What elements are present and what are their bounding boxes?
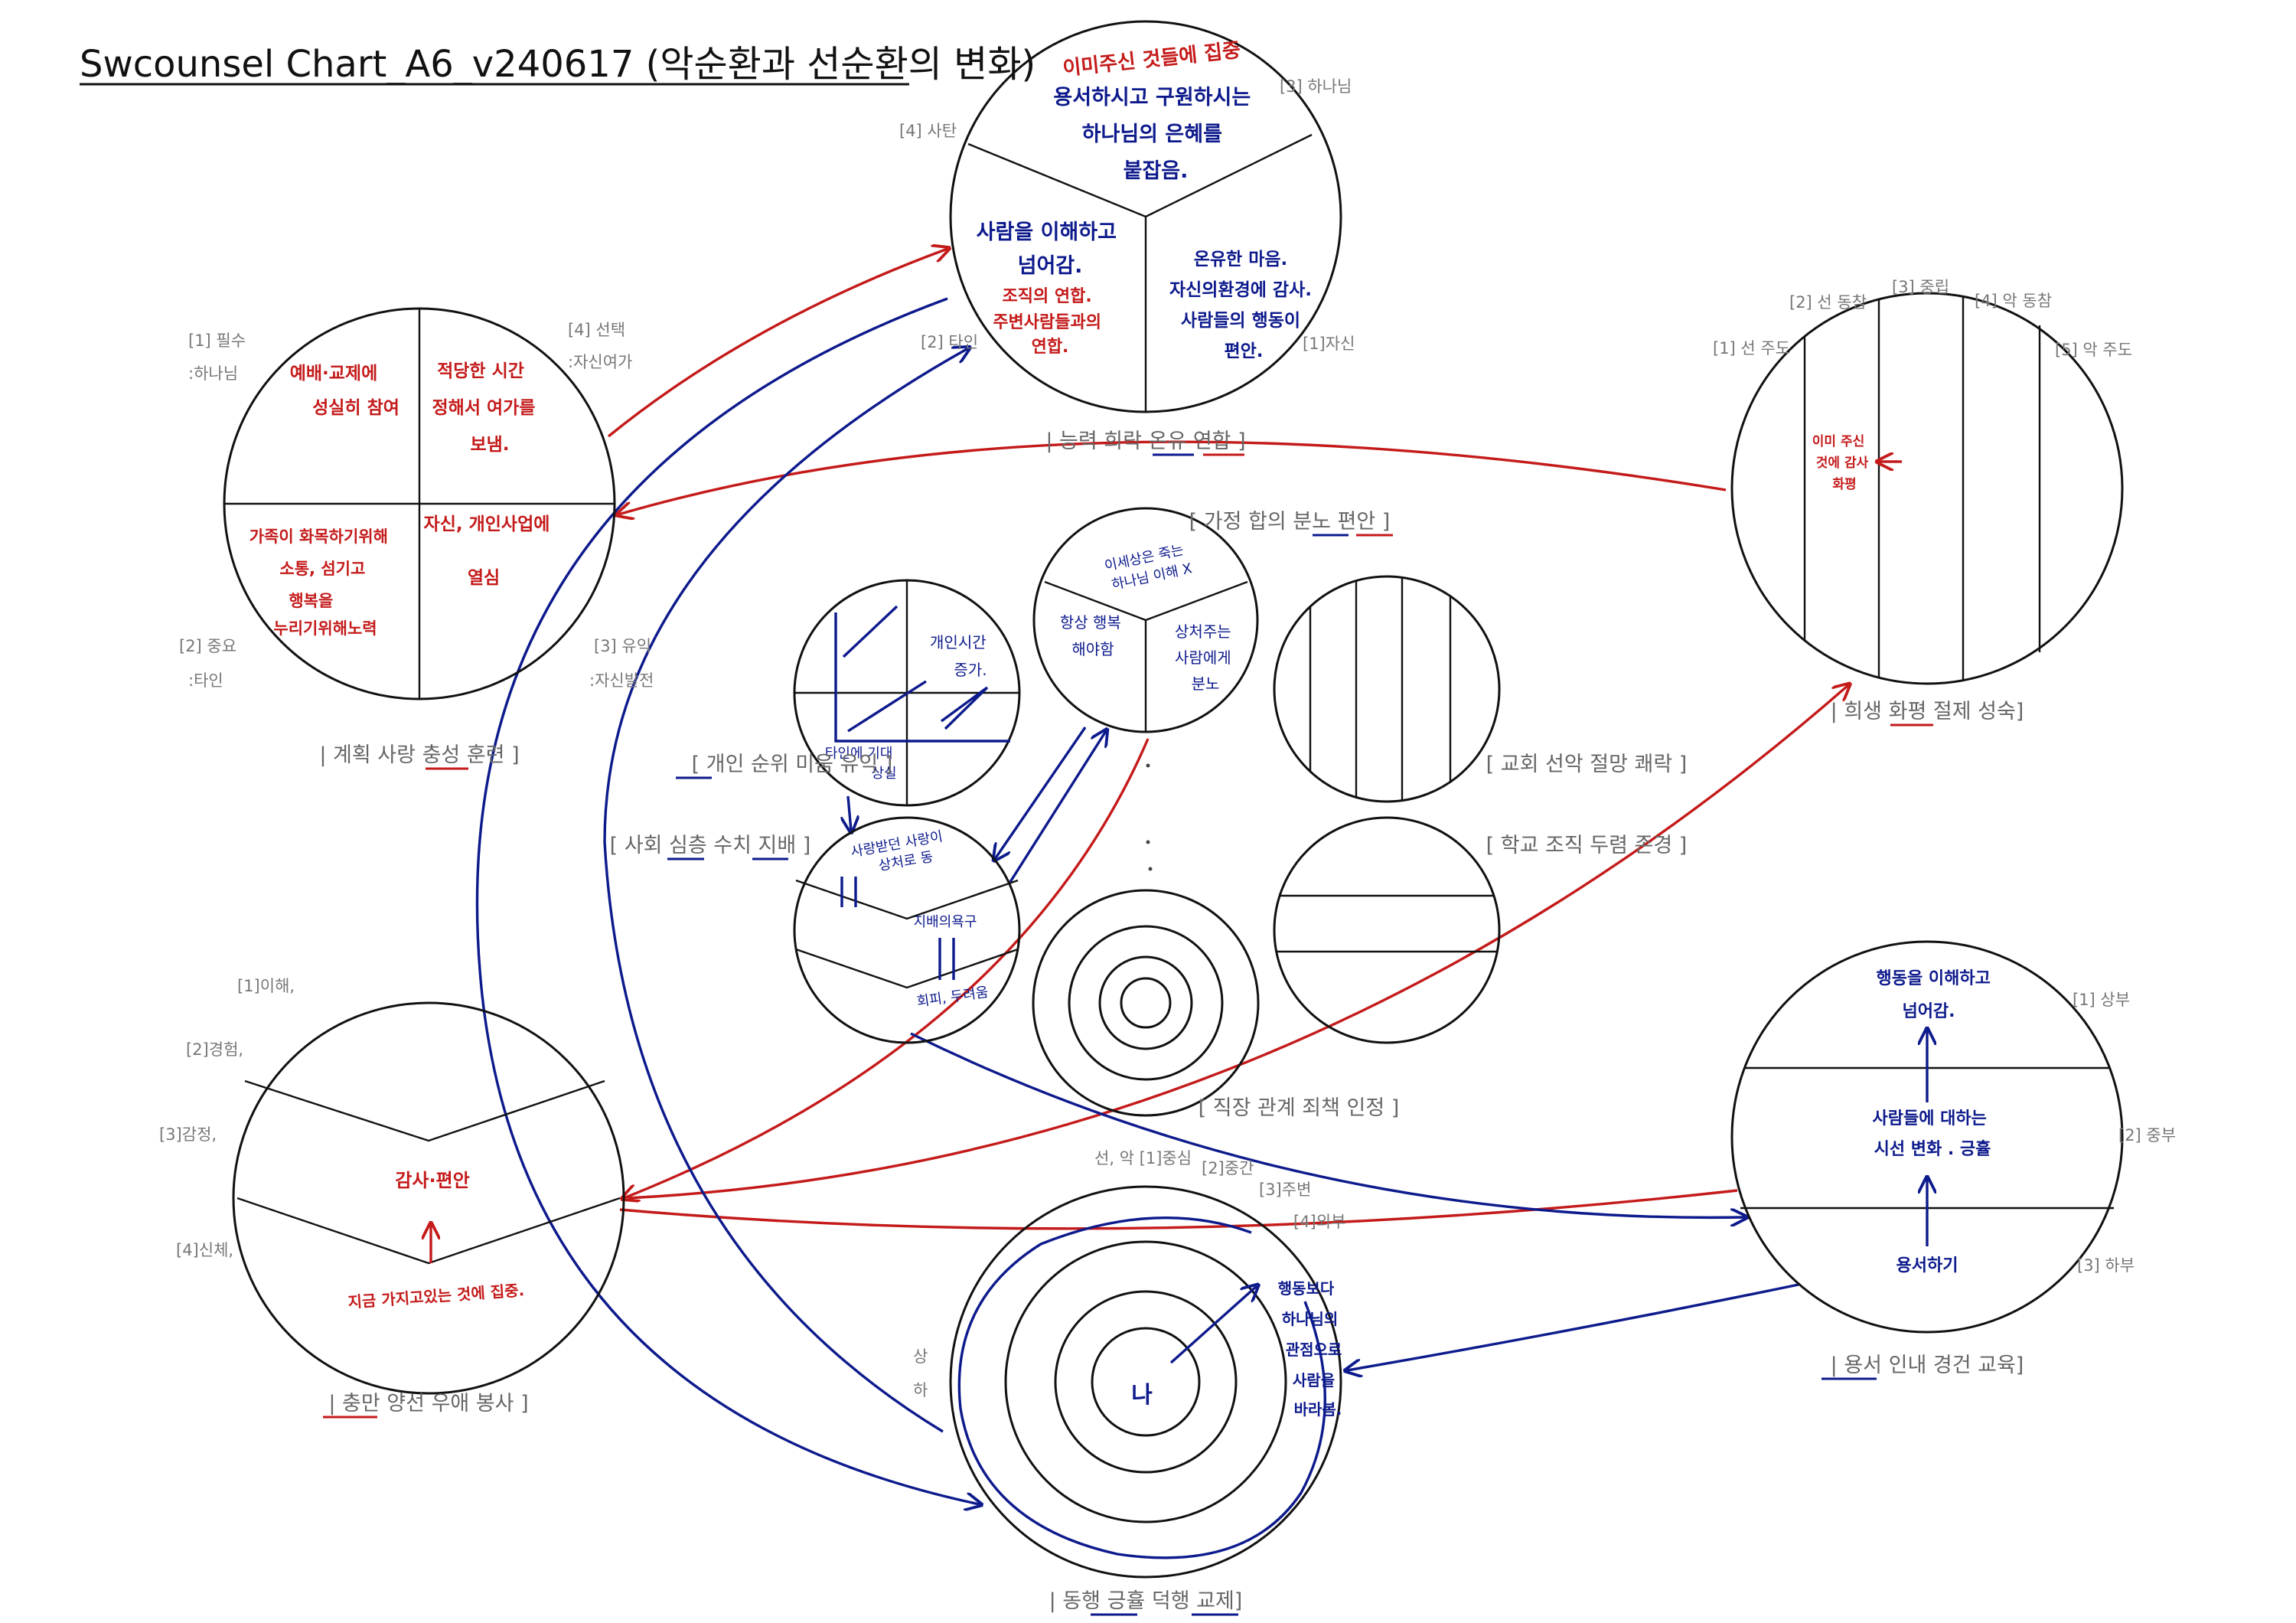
center-circle-3: [ 교회 선악 절망 쾌락 ] bbox=[1273, 575, 1688, 803]
label-bl1: [1]이해, bbox=[237, 977, 295, 995]
label-bl4: [4]신체, bbox=[176, 1241, 233, 1259]
caption-top: | 능력 희락 온유 연합 ] bbox=[1045, 429, 1245, 453]
caption-c1: [ 개인 순위 미움 유익 ] bbox=[692, 753, 893, 776]
label-important-sub: :타인 bbox=[188, 671, 223, 690]
arrow-top-to-bottom-outer bbox=[475, 297, 980, 1504]
label-br2: [2] 중부 bbox=[2118, 1126, 2176, 1145]
chart-title: Swcounsel Chart_A6_v240617 (악순환과 선순환의 변화… bbox=[80, 43, 1035, 86]
arrow-bottomleft-to-right bbox=[627, 685, 1848, 1200]
label-choice-sub: :자신여가 bbox=[568, 353, 632, 371]
left-circle: [1] 필수 :하나님 [4] 선택 :자신여가 [2] 중요 :타인 [3] … bbox=[179, 307, 654, 770]
label-must-sub: :하나님 bbox=[188, 364, 238, 383]
label-other: [2] 타인 bbox=[921, 333, 978, 351]
hw-br-bottom: 용서하기 bbox=[1896, 1256, 1958, 1275]
caption-c6: [ 직장 관계 죄책 인정 ] bbox=[1199, 1096, 1400, 1120]
center-circle-5: [ 학교 조직 두렴 존경 ] bbox=[1273, 816, 1688, 1044]
label-important: [2] 중요 bbox=[179, 637, 236, 655]
cycle-arrows bbox=[475, 249, 1848, 1504]
hw-left-q4: 자신, 개인사업에 열심 bbox=[424, 514, 556, 588]
label-r3: [3] 중립 bbox=[1892, 278, 1949, 296]
arrow-left-to-top bbox=[607, 249, 947, 438]
arrow-right-to-left bbox=[618, 440, 1727, 514]
hw-bl-mid: 감사·편안 bbox=[395, 1170, 469, 1191]
arrow-c2-to-c4 bbox=[995, 727, 1087, 859]
label-self: [1]자신 bbox=[1303, 335, 1355, 353]
label-down: 하 bbox=[913, 1381, 928, 1399]
center-circle-1: 개인시간 증가. 타인에 기대 상실 [ 개인 순위 미움 유익 ] bbox=[676, 579, 1021, 807]
hw-left-q3: 가족이 화목하기위해 소통, 섬기고 행복을 누리기위해노력 bbox=[249, 527, 394, 638]
hw-c4-b: 지배의욕구 bbox=[914, 914, 977, 930]
label-r2: [2] 선 동참 bbox=[1789, 293, 1867, 312]
center-circle-2: 이세상은 죽는 하나님 이해 X 항상 행복 해야함 상처주는 사람에게 분노 … bbox=[1032, 507, 1393, 733]
center-circle-6: [ 직장 관계 죄책 인정 ] bbox=[1032, 889, 1400, 1120]
caption-c2: [ 가정 합의 분노 편안 ] bbox=[1189, 510, 1391, 534]
bottom-circle: 선, 악 [1]중심 [2]중간 [3]주변 [4]외부 상 하 나 행동보다 … bbox=[913, 1149, 1348, 1616]
arrow-bottomright-to-bottom bbox=[1347, 1283, 1799, 1370]
caption-c4: [ 사회 심층 수치 지배 ] bbox=[610, 834, 811, 857]
label-b3: [3]주변 bbox=[1259, 1181, 1311, 1199]
hw-c4-a: 사랑받던 사랑이 상처로 동 bbox=[850, 828, 951, 878]
center-circle-4: 사랑받던 사랑이 상처로 동 지배의욕구 회피, 두려움 [ 사회 심층 수치 … bbox=[610, 816, 1021, 1044]
label-note: [3] 유익 bbox=[594, 637, 651, 655]
right-circle: [1] 선 주도 [2] 선 동참 [3] 중립 [4] 악 동참 [5] 악 … bbox=[1713, 278, 2132, 727]
label-up: 상 bbox=[913, 1347, 928, 1366]
label-br3: [3] 하부 bbox=[2077, 1256, 2135, 1275]
hw-top-block: 용서하시고 구원하시는 하나님의 은혜를 붙잡음. bbox=[1053, 86, 1257, 183]
hw-top-left-blue: 사람을 이해하고 넘어감. bbox=[977, 220, 1124, 278]
hw-c4-c: 회피, 두려움 bbox=[916, 985, 990, 1011]
label-b2: [2]중간 bbox=[1202, 1159, 1254, 1177]
hw-left-q1: 예배·교제에 성실히 참여 bbox=[290, 364, 400, 418]
caption-bottom-left: | 충만 양선 우애 봉사 ] bbox=[328, 1392, 528, 1416]
arrow-bottom-to-top-inner bbox=[603, 348, 968, 1433]
hw-c2-top: 이세상은 죽는 하나님 이해 X bbox=[1103, 541, 1193, 594]
caption-c5: [ 학교 조직 두렴 존경 ] bbox=[1486, 834, 1688, 857]
label-note-sub: :자신발전 bbox=[589, 671, 654, 690]
label-r1: [1] 선 주도 bbox=[1713, 339, 1790, 358]
arrow-c4-to-bottomright bbox=[910, 1032, 1745, 1217]
hw-c1-a: 개인시간 증가. bbox=[930, 633, 991, 679]
label-b1: 선, 악 [1]중심 bbox=[1094, 1149, 1192, 1167]
bottom-right-circle: [1] 상부 [2] 중부 [3] 하부 행동을 이해하고 넘어감. 사람들에 … bbox=[1730, 940, 2176, 1380]
hw-br-top: 행동을 이해하고 넘어감. bbox=[1876, 969, 1996, 1021]
caption-c3: [ 교회 선악 절망 쾌락 ] bbox=[1486, 753, 1688, 776]
label-god: [3] 하나님 bbox=[1280, 77, 1352, 96]
caption-bottom-right: | 용서 인내 경건 교육] bbox=[1831, 1354, 2024, 1377]
label-must: [1] 필수 bbox=[188, 331, 246, 350]
arrow-c1-to-c4 bbox=[848, 795, 851, 831]
hw-left-q2: 적당한 시간 정해서 여가를 보냄. bbox=[432, 361, 542, 455]
hw-bl-bottom: 지금 가지고있는 것에 집중. bbox=[347, 1281, 525, 1311]
hw-bottom-center: 나 bbox=[1131, 1382, 1153, 1409]
hw-c2-right: 상처주는 사람에게 분노 bbox=[1175, 622, 1236, 693]
hw-top-line1: 이미주신 것들에 집중 bbox=[1062, 39, 1241, 80]
label-b4: [4]외부 bbox=[1293, 1213, 1345, 1231]
caption-bottom: | 동행 긍휼 덕행 교제] bbox=[1049, 1589, 1243, 1613]
label-r4: [4] 악 동참 bbox=[1975, 292, 2052, 310]
label-bl3: [3]감정, bbox=[159, 1125, 217, 1144]
bottom-left-circle: [1]이해, [2]경험, [3]감정, [4]신체, 감사·편안 지금 가지고… bbox=[159, 977, 625, 1419]
hw-right: 이미 주신 것에 감사 화평 bbox=[1812, 434, 1873, 492]
caption-right: | 희생 화평 절제 성숙] bbox=[1831, 700, 2024, 723]
label-bl2: [2]경험, bbox=[186, 1040, 243, 1059]
hw-br-mid: 사람들에 대하는 시선 변화 . 긍휼 bbox=[1872, 1109, 1992, 1159]
center-dots bbox=[1146, 763, 1153, 871]
hw-top-left-red: 조직의 연합. 주변사람들과의 연합. bbox=[993, 286, 1107, 357]
hw-c1-b: 타인에 기대 상실 bbox=[825, 746, 897, 782]
top-circle: [4] 사탄 [3] 하나님 [2] 타인 [1]자신 이미주신 것들에 집중 … bbox=[899, 20, 1355, 456]
hw-c2-left: 항상 행복 해야함 bbox=[1060, 613, 1126, 658]
label-br1: [1] 상부 bbox=[2073, 991, 2130, 1009]
label-choice: [4] 선택 bbox=[568, 321, 625, 339]
hw-bottom-side: 행동보다 하나님의 관점으로 사람을 바라봄. bbox=[1278, 1279, 1348, 1419]
label-satan: [4] 사탄 bbox=[899, 122, 957, 140]
label-r5: [5] 악 주도 bbox=[2055, 341, 2132, 359]
arrow-bottomright-to-bottomleft bbox=[619, 1189, 1738, 1230]
arrow-c2-to-bottomleft bbox=[624, 738, 1150, 1198]
arrow-c4-to-c2 bbox=[1009, 731, 1106, 883]
caption-left: | 계획 사랑 충성 훈련 ] bbox=[319, 743, 519, 767]
hw-top-right-blue: 온유한 마음. 자신의환경에 감사. 사람들의 행동이 편안. bbox=[1169, 250, 1318, 361]
